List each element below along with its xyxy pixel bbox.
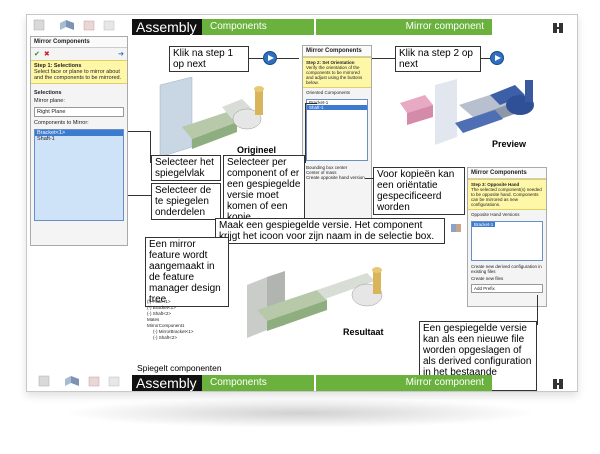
callout-step2: Klik na step 2 op next: [395, 46, 481, 72]
feature-manager-tree: (f) Plate<1> (-) Bracket<1> (-) Shaft<2>…: [147, 299, 237, 341]
tree-item[interactable]: (f) Plate<1>: [147, 299, 171, 304]
footer-caption: Spiegelt componenten: [137, 363, 222, 373]
tree-item[interactable]: MirrorComponent1: [147, 323, 185, 328]
components-to-mirror-list[interactable]: Bracket<1> Shaft-1: [34, 129, 124, 221]
mirror-plane-field[interactable]: Right Plane: [34, 107, 124, 117]
toolbar-icons-top: [32, 17, 132, 33]
connector-line: [128, 195, 151, 196]
tutorial-sheet: Assembly Components Mirror component Mir…: [26, 14, 578, 392]
callout-mirror-feature: Een mirror feature wordt aangemaakt in d…: [145, 237, 229, 307]
callout-per-component: Selecteer per component of er een gespie…: [223, 155, 305, 225]
bottom-header: Assembly Components Mirror component: [132, 375, 492, 391]
panel-buttons: ✔ ✖ ➔: [31, 48, 127, 60]
mirror-components-panel-step2: Mirror Components Step 2: Set Orientatio…: [302, 45, 372, 225]
step3-heading: Step 3: Opposite Hand: [471, 182, 520, 187]
step3-text: The selected component(s) needed to be o…: [471, 187, 542, 207]
opposite-hand-label: Opposite Hand Versions: [471, 212, 520, 217]
corner-logo-icon: [552, 21, 564, 33]
option-center-of-mass[interactable]: Center of mass: [306, 170, 337, 175]
result-model-image: [227, 255, 397, 345]
connector-line: [481, 58, 490, 59]
footer-components: Components: [202, 375, 314, 391]
mirror-components-panel-step1: Mirror Components ✔ ✖ ➔ Step 1: Selectio…: [30, 36, 128, 246]
callout-spiegelvlak: Selecteer het spiegelvlak: [151, 155, 221, 181]
label-origineel: Origineel: [237, 145, 277, 155]
connector-line: [537, 295, 538, 325]
option-new-files[interactable]: Create new files: [471, 276, 504, 281]
panel-title: Mirror Components: [303, 46, 371, 57]
panel-title: Mirror Components: [468, 168, 546, 179]
option-derived-config[interactable]: Create new derived configuration in exis…: [471, 264, 542, 274]
list-item[interactable]: Shaft-1: [307, 105, 367, 110]
tree-item[interactable]: (-) Shaft<2>: [153, 335, 178, 340]
preview-model-image: [395, 75, 550, 155]
opposite-hand-list[interactable]: Bracket-1: [471, 221, 543, 261]
cancel-x-icon[interactable]: ✖: [43, 51, 50, 58]
connector-line: [249, 58, 263, 59]
list-item[interactable]: Shaft-1: [37, 136, 55, 142]
step1-text: Select face or plane to mirror about and…: [34, 69, 122, 81]
list-item[interactable]: Bracket<1>: [35, 130, 123, 136]
callout-onderdelen: Selecteer de te spiegelen onderdelen: [151, 183, 221, 220]
header-components: Components: [202, 19, 314, 35]
connector-line: [277, 58, 299, 59]
tree-item[interactable]: (-) MirrorBracket<1>: [153, 329, 194, 334]
oriented-label: Oriented Components: [306, 90, 351, 95]
mirror-part-icon: [450, 221, 462, 233]
ok-check-icon[interactable]: ✔: [34, 51, 40, 58]
tree-item[interactable]: (-) Shaft<2>: [147, 311, 172, 316]
header-mirror-component: Mirror component: [316, 19, 492, 35]
panel-title: Mirror Components: [31, 37, 127, 48]
orientation-options: Bounding box center Center of mass Creat…: [303, 163, 371, 182]
callout-step1: Klik na step 1 op next: [169, 46, 249, 72]
label-resultaat: Resultaat: [343, 327, 384, 337]
step3-message: Step 3: Opposite Hand The selected compo…: [468, 179, 546, 210]
step1-message: Step 1: Selections Select face or plane …: [31, 60, 127, 84]
toolbar-icons-bottom: [37, 373, 137, 389]
assembly-tool-icons: [38, 375, 120, 387]
connector-line: [150, 131, 151, 163]
next-arrow-button[interactable]: [263, 51, 277, 65]
oriented-components-list[interactable]: Bracket-1 Shaft-1: [306, 99, 368, 161]
footer-mirror-component: Mirror component: [316, 375, 492, 391]
list-item[interactable]: Bracket-1: [309, 100, 329, 105]
next-arrow-icon[interactable]: ➔: [118, 51, 124, 58]
mirror-components-panel-step3: Mirror Components Step 3: Opposite Hand …: [467, 167, 547, 307]
components-to-mirror-label: Components to Mirror:: [34, 120, 89, 126]
connector-line: [305, 103, 317, 104]
tree-item[interactable]: Mates: [147, 317, 160, 322]
top-header: Assembly Components Mirror component: [132, 19, 492, 35]
option-opposite-hand[interactable]: Create opposite hand version: [306, 175, 365, 180]
connector-line: [305, 103, 306, 163]
step2-message: Step 2: Set Orientation Verify the orien…: [303, 57, 371, 88]
prefix-select[interactable]: Add Prefix: [471, 284, 543, 293]
mirror-plane-label: Mirror plane:: [34, 98, 65, 104]
callout-gespiegelde-versie: Maak een gespiegelde versie. Het compone…: [215, 218, 445, 244]
step1-heading: Step 1: Selections: [34, 63, 82, 69]
footer-assembly: Assembly: [132, 375, 202, 391]
tree-item[interactable]: (-) Bracket<1>: [147, 305, 176, 310]
original-model-image: [152, 76, 282, 165]
page-shadow: [60, 398, 540, 428]
list-item[interactable]: Bracket-1: [472, 222, 496, 227]
connector-line: [372, 58, 395, 59]
connector-line: [365, 178, 373, 179]
step2-heading: Step 2: Set Orientation: [306, 60, 355, 65]
corner-logo-icon: [552, 377, 564, 389]
assembly-tool-icons: [33, 19, 115, 31]
step2-text: Verify the orientation of the components…: [306, 65, 363, 85]
next-arrow-button[interactable]: [490, 51, 504, 65]
label-preview: Preview: [492, 139, 527, 149]
connector-line: [128, 131, 151, 132]
selections-label: Selections: [34, 90, 62, 96]
callout-orientatie: Voor kopieën kan een oriëntatie gespecif…: [373, 167, 465, 215]
header-assembly: Assembly: [132, 19, 202, 35]
option-bounding-box[interactable]: Bounding box center: [306, 165, 348, 170]
